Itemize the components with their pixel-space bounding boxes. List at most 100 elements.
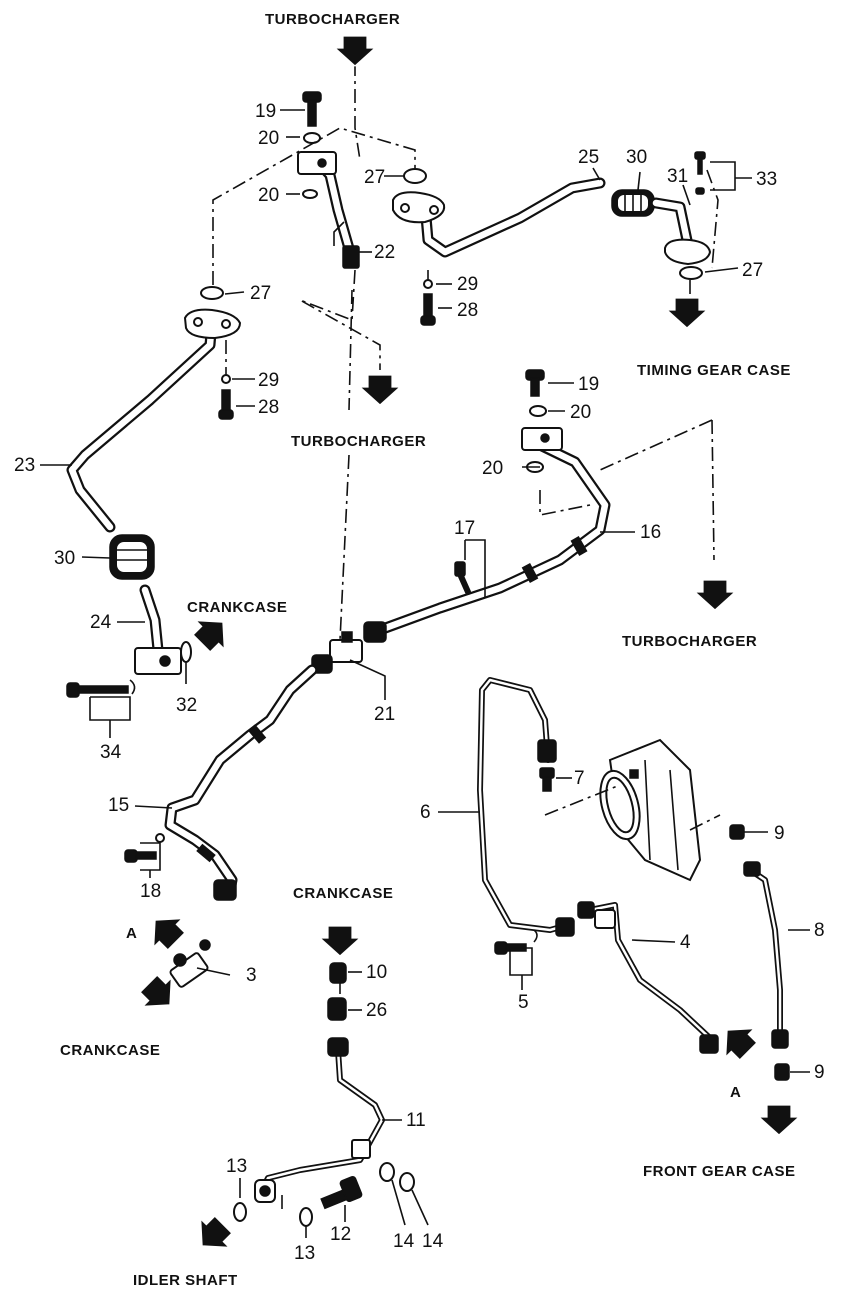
- callout-20-top-b: 20: [258, 185, 279, 206]
- arrow-turbocharger-right: [693, 579, 737, 611]
- pipe-25: [392, 177, 606, 258]
- arrow-timing-gear: [665, 297, 709, 329]
- callout-10: 10: [366, 962, 387, 983]
- pipe-6: [477, 677, 575, 937]
- washer-20-mid-a: [529, 405, 547, 417]
- clip-17: [454, 561, 471, 595]
- pipe-24: [134, 584, 182, 675]
- pipe-8: [743, 861, 789, 1049]
- arrow-a-right: [725, 1028, 758, 1061]
- callout-21: 21: [374, 704, 395, 725]
- callout-3: 3: [246, 965, 257, 986]
- callout-27-right: 27: [742, 260, 763, 281]
- callout-29-top: 29: [457, 274, 478, 295]
- fitting-26: [327, 997, 347, 1021]
- callout-30-top: 30: [626, 147, 647, 168]
- part-callouts: 19 20 20 27 22 25 30 31 33 27 29 28 27 2…: [14, 101, 825, 1264]
- washer-20-top-a: [303, 132, 321, 144]
- callout-4: 4: [680, 932, 691, 953]
- bolts-33: [694, 151, 706, 195]
- bolt-28-top: [420, 293, 436, 326]
- callout-18: 18: [140, 881, 161, 902]
- arrow-turbocharger-top: [333, 35, 377, 67]
- callout-30-left: 30: [54, 548, 75, 569]
- union-7: [539, 767, 555, 792]
- callout-29-left: 29: [258, 370, 279, 391]
- callout-34: 34: [100, 742, 122, 763]
- callout-20-top-a: 20: [258, 128, 279, 149]
- union-9-top: [729, 824, 745, 840]
- label-crankcase-center: CRANKCASE: [293, 885, 393, 902]
- callout-19-mid: 19: [578, 374, 599, 395]
- callout-9-bottom: 9: [814, 1062, 825, 1083]
- washer-14-a: [379, 1162, 395, 1182]
- connector-21: [311, 631, 363, 674]
- tee-3: [169, 939, 211, 988]
- callout-27-top: 27: [364, 167, 385, 188]
- arrow-a-left: [153, 918, 186, 951]
- bolt-5: [494, 929, 538, 955]
- callout-22: 22: [374, 242, 395, 263]
- arrow-crankcase-bottom: [139, 974, 172, 1007]
- callout-13-bottom: 13: [294, 1243, 315, 1264]
- callout-20-mid-a: 20: [570, 402, 591, 423]
- callout-28-top: 28: [457, 300, 478, 321]
- label-crankcase-mid: CRANKCASE: [187, 599, 287, 616]
- location-labels: TURBOCHARGER TIMING GEAR CASE TURBOCHARG…: [60, 11, 796, 1289]
- callout-23: 23: [14, 455, 35, 476]
- direction-arrows: [139, 35, 801, 1248]
- arrow-turbocharger-mid: [358, 374, 402, 406]
- callout-32: 32: [176, 695, 197, 716]
- label-crankcase-bottom: CRANKCASE: [60, 1042, 160, 1059]
- o-ring-32: [180, 641, 192, 663]
- callout-11: 11: [406, 1110, 426, 1131]
- pipe-23: [66, 308, 242, 533]
- hose-30-top: [611, 189, 655, 217]
- bolt-19-top: [302, 91, 322, 127]
- callout-5: 5: [518, 992, 529, 1013]
- washer-13-bottom: [299, 1207, 313, 1227]
- bolt-12: [320, 1175, 363, 1210]
- washer-14-b: [399, 1172, 415, 1192]
- label-timing-gear-case: TIMING GEAR CASE: [637, 362, 791, 379]
- label-view-a-left: A: [126, 925, 137, 942]
- callout-6: 6: [420, 802, 431, 823]
- callout-14-a: 14: [393, 1231, 415, 1252]
- pipe-15: [164, 664, 318, 901]
- arrow-crankcase-center: [318, 925, 362, 957]
- o-ring-27-right: [679, 266, 703, 280]
- pipe-4: [577, 901, 719, 1054]
- callout-15: 15: [108, 795, 129, 816]
- callout-9-top: 9: [774, 823, 785, 844]
- arrow-front-gear-case: [757, 1104, 801, 1136]
- bolt-34: [66, 679, 136, 698]
- label-turbocharger-mid: TURBOCHARGER: [291, 433, 426, 450]
- o-ring-27-top: [403, 168, 427, 184]
- callout-26: 26: [366, 1000, 387, 1021]
- label-front-gear-case: FRONT GEAR CASE: [643, 1163, 796, 1180]
- pipe-11: [254, 1037, 385, 1203]
- label-turbocharger-right: TURBOCHARGER: [622, 633, 757, 650]
- o-ring-27-left: [200, 286, 224, 300]
- hose-30-left: [109, 534, 155, 580]
- callout-31: 31: [667, 166, 688, 187]
- bolt-19-mid: [525, 369, 545, 397]
- pipe-16: [363, 427, 611, 643]
- fitting-10: [329, 962, 347, 984]
- callout-24: 24: [90, 612, 112, 633]
- label-idler-shaft: IDLER SHAFT: [133, 1272, 238, 1289]
- arrow-crankcase-mid: [192, 620, 225, 653]
- pipe-22: [297, 151, 360, 269]
- callout-14-b: 14: [422, 1231, 444, 1252]
- callout-25: 25: [578, 147, 599, 168]
- washer-29-top: [423, 279, 433, 289]
- washer-29-left: [221, 374, 231, 384]
- washer-20-top-b: [302, 189, 318, 199]
- bolt-18: [124, 833, 165, 863]
- callout-13-left: 13: [226, 1156, 247, 1177]
- callout-27-left: 27: [250, 283, 271, 304]
- arrow-idler-shaft: [200, 1215, 233, 1248]
- callout-12: 12: [330, 1224, 351, 1245]
- callout-28-left: 28: [258, 397, 279, 418]
